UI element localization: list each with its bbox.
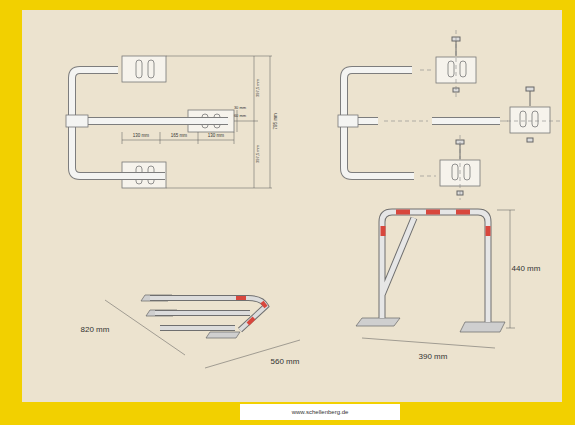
dimension-label: 390 mm — [419, 353, 448, 361]
dimension-label: 397,5 mm — [256, 145, 260, 163]
panel — [22, 10, 562, 402]
dimension-label: 60 mm — [234, 114, 246, 118]
dimension-label: 397,5 mm — [256, 79, 260, 97]
dimension-label: 560 mm — [271, 358, 300, 366]
dimension-label: 30 mm — [234, 106, 246, 110]
website-url: www.schellenberg.de — [292, 409, 349, 415]
dimension-label: 795 mm — [274, 113, 279, 129]
dimension-label: 130 mm — [133, 134, 149, 139]
dimension-label: 165 mm — [171, 134, 187, 139]
dimension-label: 440 mm — [512, 265, 541, 273]
url-tag — [240, 404, 400, 420]
dimension-label: 820 mm — [81, 326, 110, 334]
dimension-label: 130 mm — [208, 134, 224, 139]
